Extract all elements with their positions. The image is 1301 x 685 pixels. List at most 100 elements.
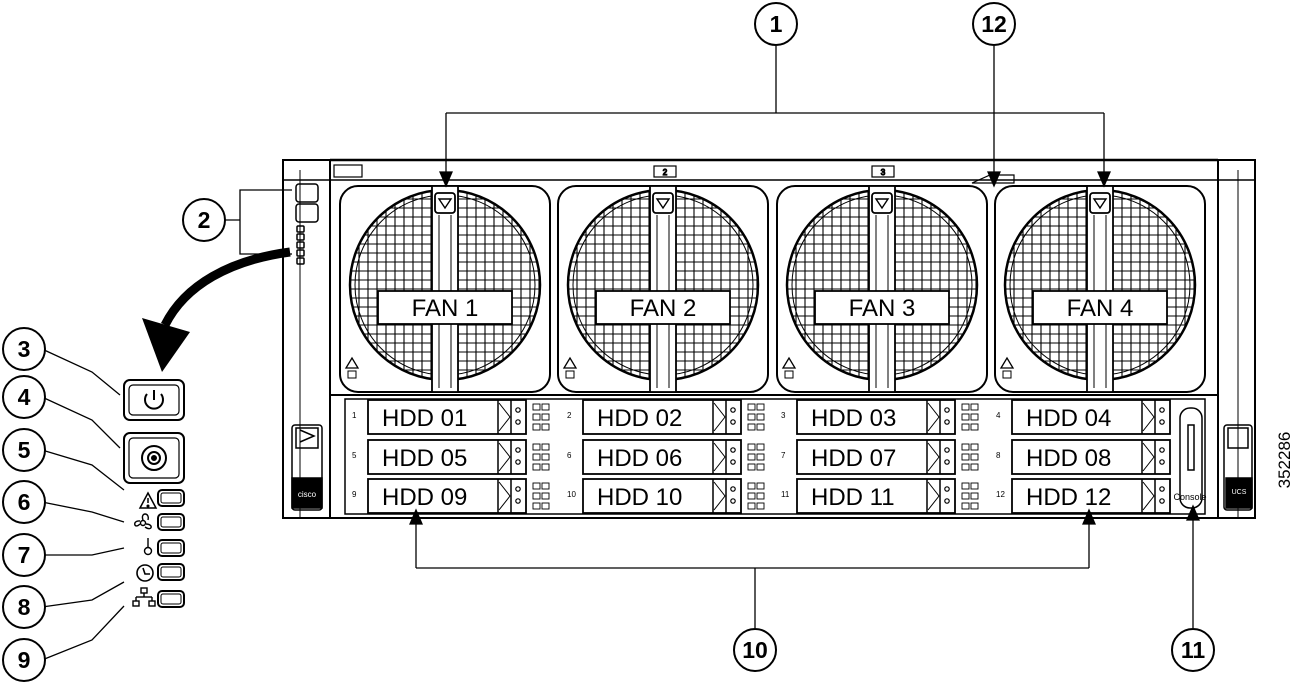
callout-12: 12 xyxy=(972,2,1016,46)
drive-fault-led xyxy=(1159,459,1165,465)
drive-fault-led xyxy=(1159,498,1165,504)
callout-8: 8 xyxy=(2,585,46,629)
drive-bay-05[interactable]: HDD 05 5 xyxy=(352,439,550,475)
latch-arrow-icon xyxy=(1092,198,1108,210)
drive-fault-led xyxy=(1159,419,1165,425)
drive-activity-led xyxy=(1159,447,1165,453)
drive-bay-08[interactable]: HDD 088 xyxy=(996,439,1171,475)
power-button-icon xyxy=(144,390,164,410)
fan-label: FAN 2 xyxy=(630,295,697,322)
bay-number: 7 xyxy=(781,451,786,460)
bay-number: 1 xyxy=(352,411,357,420)
callout-number: 1 xyxy=(770,11,783,37)
drive-activity-led xyxy=(515,447,521,453)
fan-latch-button[interactable] xyxy=(1089,192,1111,214)
callout-2: 2 xyxy=(182,198,226,242)
drive-bay-07[interactable]: HDD 077 xyxy=(781,439,979,475)
fan-module-1[interactable]: FAN 1 xyxy=(339,185,551,393)
drive-label: HDD 08 xyxy=(1026,445,1111,472)
fan-status-led xyxy=(157,513,185,531)
drive-label: HDD 06 xyxy=(597,445,682,472)
unit-identification-button[interactable] xyxy=(123,432,185,484)
drive-label: HDD 05 xyxy=(382,445,467,472)
drive-bay-04[interactable]: HDD 044 xyxy=(996,399,1171,435)
bay-number: 9 xyxy=(352,490,357,499)
fan-label: FAN 4 xyxy=(1067,295,1134,322)
drive-label: HDD 03 xyxy=(811,405,896,432)
drive-fault-led xyxy=(515,498,521,504)
bay-number: 5 xyxy=(352,451,357,460)
drive-fault-led xyxy=(730,498,736,504)
callout-6: 6 xyxy=(2,480,46,524)
bay-number: 6 xyxy=(567,451,572,460)
callout-number: 8 xyxy=(18,594,31,620)
power-supply-status-led xyxy=(157,563,185,581)
callout-number: 11 xyxy=(1181,637,1206,663)
fan-latch-button[interactable] xyxy=(434,192,456,214)
drive-activity-led xyxy=(1159,407,1165,413)
power-button[interactable] xyxy=(123,379,185,421)
drive-bay-12[interactable]: HDD 12 12 xyxy=(996,478,1171,514)
fan-module-3[interactable]: FAN 3 xyxy=(776,185,988,393)
bay-number: 10 xyxy=(567,490,576,499)
expanded-indicator-view xyxy=(123,379,185,608)
drive-label: HDD 09 xyxy=(382,484,467,511)
callout-9: 9 xyxy=(2,638,46,682)
front-led-panel xyxy=(295,183,319,265)
fan-latch-button[interactable] xyxy=(652,192,674,214)
network-link-led xyxy=(157,590,185,608)
bay-number: 3 xyxy=(781,411,786,420)
drive-label: HDD 01 xyxy=(382,405,467,432)
fan-status-icon xyxy=(134,513,152,530)
fan-modules: FAN 1 FAN 2 FAN 3 FAN 4 xyxy=(339,185,1206,393)
fan-module-4[interactable]: FAN 4 xyxy=(994,185,1206,393)
drive-label: HDD 11 xyxy=(811,484,895,511)
drive-activity-led xyxy=(944,407,950,413)
panel-unit-id-button[interactable] xyxy=(295,203,319,223)
ucs-badge xyxy=(1225,477,1253,509)
drive-fault-led xyxy=(730,419,736,425)
drive-fault-led xyxy=(515,459,521,465)
callout-number: 3 xyxy=(18,336,31,362)
drive-label: HDD 12 xyxy=(1026,484,1111,511)
fan-latch-button[interactable] xyxy=(871,192,893,214)
fan-caution-icon xyxy=(344,356,360,369)
drive-activity-led xyxy=(515,407,521,413)
callout-number: 7 xyxy=(18,542,31,568)
fan-label: FAN 1 xyxy=(412,295,479,322)
leader-lines xyxy=(41,46,1200,661)
callout-5: 5 xyxy=(2,428,46,472)
fan-module-2[interactable]: FAN 2 xyxy=(557,185,769,393)
right-rack-ear: UCS Console xyxy=(1173,407,1253,511)
figure-id: 352286 xyxy=(1275,432,1294,489)
fan-caution-icon xyxy=(562,356,578,369)
console-label: Console xyxy=(1173,492,1206,502)
callout-4: 4 xyxy=(2,375,46,419)
drive-activity-led xyxy=(730,407,736,413)
cisco-logo-text: cisco xyxy=(298,490,317,499)
bay-number: 12 xyxy=(996,490,1005,499)
drive-bay-03[interactable]: HDD 03 3 xyxy=(781,399,979,435)
panel-power-button[interactable] xyxy=(295,183,319,203)
drive-bay-06[interactable]: HDD 06 6 xyxy=(567,439,765,475)
callout-number: 4 xyxy=(18,384,31,410)
callout-number: 2 xyxy=(198,207,211,233)
chassis-badge-icon xyxy=(333,164,363,178)
latch-arrow-icon xyxy=(655,198,671,210)
callout-7: 7 xyxy=(2,533,46,577)
drive-fault-led xyxy=(944,498,950,504)
drive-bay-09[interactable]: HDD 09 9 xyxy=(352,478,550,514)
top-band-badges: 2 3 xyxy=(333,164,1015,184)
drive-bay-01[interactable]: HDD 01 1 xyxy=(352,399,550,435)
left-rack-ear: cisco xyxy=(291,424,323,511)
drive-bay-02[interactable]: HDD 022 xyxy=(567,399,765,435)
drive-activity-led xyxy=(944,486,950,492)
drive-fault-led xyxy=(944,459,950,465)
cisco-logo-badge xyxy=(291,477,323,509)
